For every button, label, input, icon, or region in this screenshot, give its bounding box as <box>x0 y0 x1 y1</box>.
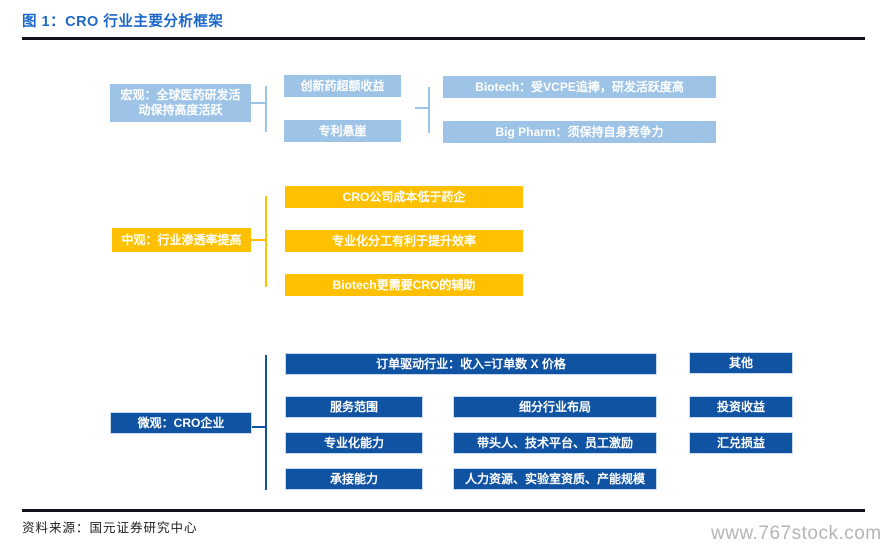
micro-connector-bracket <box>265 355 267 490</box>
macro-segment-connector-tick <box>415 107 429 109</box>
meso-factor-box-1: CRO公司成本低于药企 <box>285 186 523 208</box>
watermark-url: www.767stock.com <box>711 523 882 544</box>
micro-root-box: 微观：CRO企业 <box>110 412 252 434</box>
micro-other-box-3: 汇兑损益 <box>689 432 793 454</box>
micro-other-box-1: 其他 <box>689 352 793 374</box>
micro-detail-box-2: 带头人、技术平台、员工激励 <box>453 432 657 454</box>
macro-segment-box-biotech: Biotech：受VCPE追捧，研发活跃度高 <box>443 76 716 98</box>
micro-revenue-model-box: 订单驱动行业：收入=订单数 X 价格 <box>285 353 657 375</box>
meso-factor-box-2: 专业化分工有利于提升效率 <box>285 230 523 252</box>
top-rule <box>22 37 865 40</box>
meso-root-box: 中观：行业渗透率提高 <box>112 228 251 252</box>
meso-factor-box-3: Biotech更需要CRO的辅助 <box>285 274 523 296</box>
macro-driver-box-2: 专利悬崖 <box>284 120 401 142</box>
macro-connector-bracket <box>265 86 267 132</box>
bottom-rule <box>22 509 865 512</box>
micro-other-box-2: 投资收益 <box>689 396 793 418</box>
meso-connector-tick <box>251 239 266 241</box>
source-note: 资料来源：国元证券研究中心 <box>22 521 198 535</box>
macro-segment-box-bigpharm: Big Pharm：须保持自身竞争力 <box>443 121 716 143</box>
micro-capability-box-3: 承接能力 <box>285 468 423 490</box>
micro-detail-box-3: 人力资源、实验室资质、产能规模 <box>453 468 657 490</box>
figure-title: 图 1：CRO 行业主要分析框架 <box>22 14 224 30</box>
macro-root-box: 宏观：全球医药研发活动保持高度活跃 <box>110 84 251 122</box>
micro-capability-box-2: 专业化能力 <box>285 432 423 454</box>
meso-connector-bracket <box>265 196 267 287</box>
micro-connector-tick <box>252 426 266 428</box>
macro-connector-tick <box>251 102 266 104</box>
macro-driver-box-1: 创新药超额收益 <box>284 75 401 97</box>
micro-detail-box-1: 细分行业布局 <box>453 396 657 418</box>
macro-segment-connector-bracket <box>428 87 430 133</box>
micro-capability-box-1: 服务范围 <box>285 396 423 418</box>
